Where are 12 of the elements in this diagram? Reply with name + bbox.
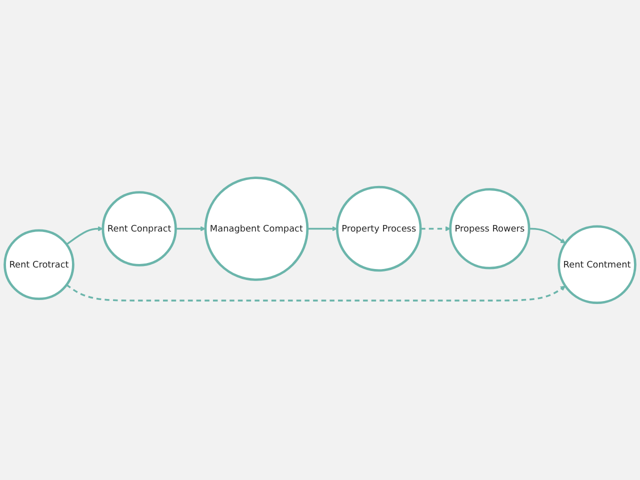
- node-circle: Managbent Compact: [204, 176, 309, 281]
- node-circle: Rent Conpract: [102, 190, 177, 266]
- arrow: [307, 226, 338, 232]
- node-circle: Propess Rowers: [449, 188, 530, 269]
- arrow: [529, 228, 566, 244]
- arrow: [420, 226, 451, 232]
- node-circle: Rent Crotract: [4, 228, 74, 300]
- node-circle: Property Process: [336, 186, 422, 272]
- arrow: [66, 284, 566, 302]
- arrow: [66, 226, 104, 245]
- arrow: [176, 226, 206, 232]
- node-circle: Rent Contment: [558, 224, 636, 304]
